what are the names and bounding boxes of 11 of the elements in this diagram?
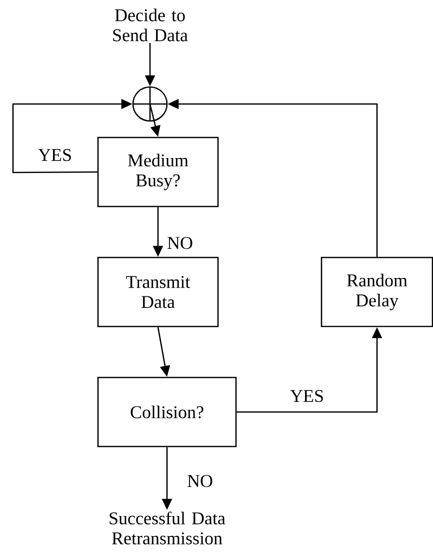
process-box: Transmit Data	[97, 256, 219, 328]
edge-label: NO	[186, 474, 214, 488]
text-label: Decide to Send Data	[113, 8, 188, 42]
process-box: Medium Busy?	[97, 136, 219, 208]
process-box: Random Delay	[320, 256, 433, 328]
process-box: Collision?	[97, 376, 237, 448]
text-label: Successful Data Retransmission	[110, 512, 226, 544]
edge-label: YES	[37, 148, 73, 162]
edge-label: NO	[166, 236, 194, 250]
summing-junction	[132, 86, 168, 122]
edge-label: YES	[289, 388, 325, 404]
